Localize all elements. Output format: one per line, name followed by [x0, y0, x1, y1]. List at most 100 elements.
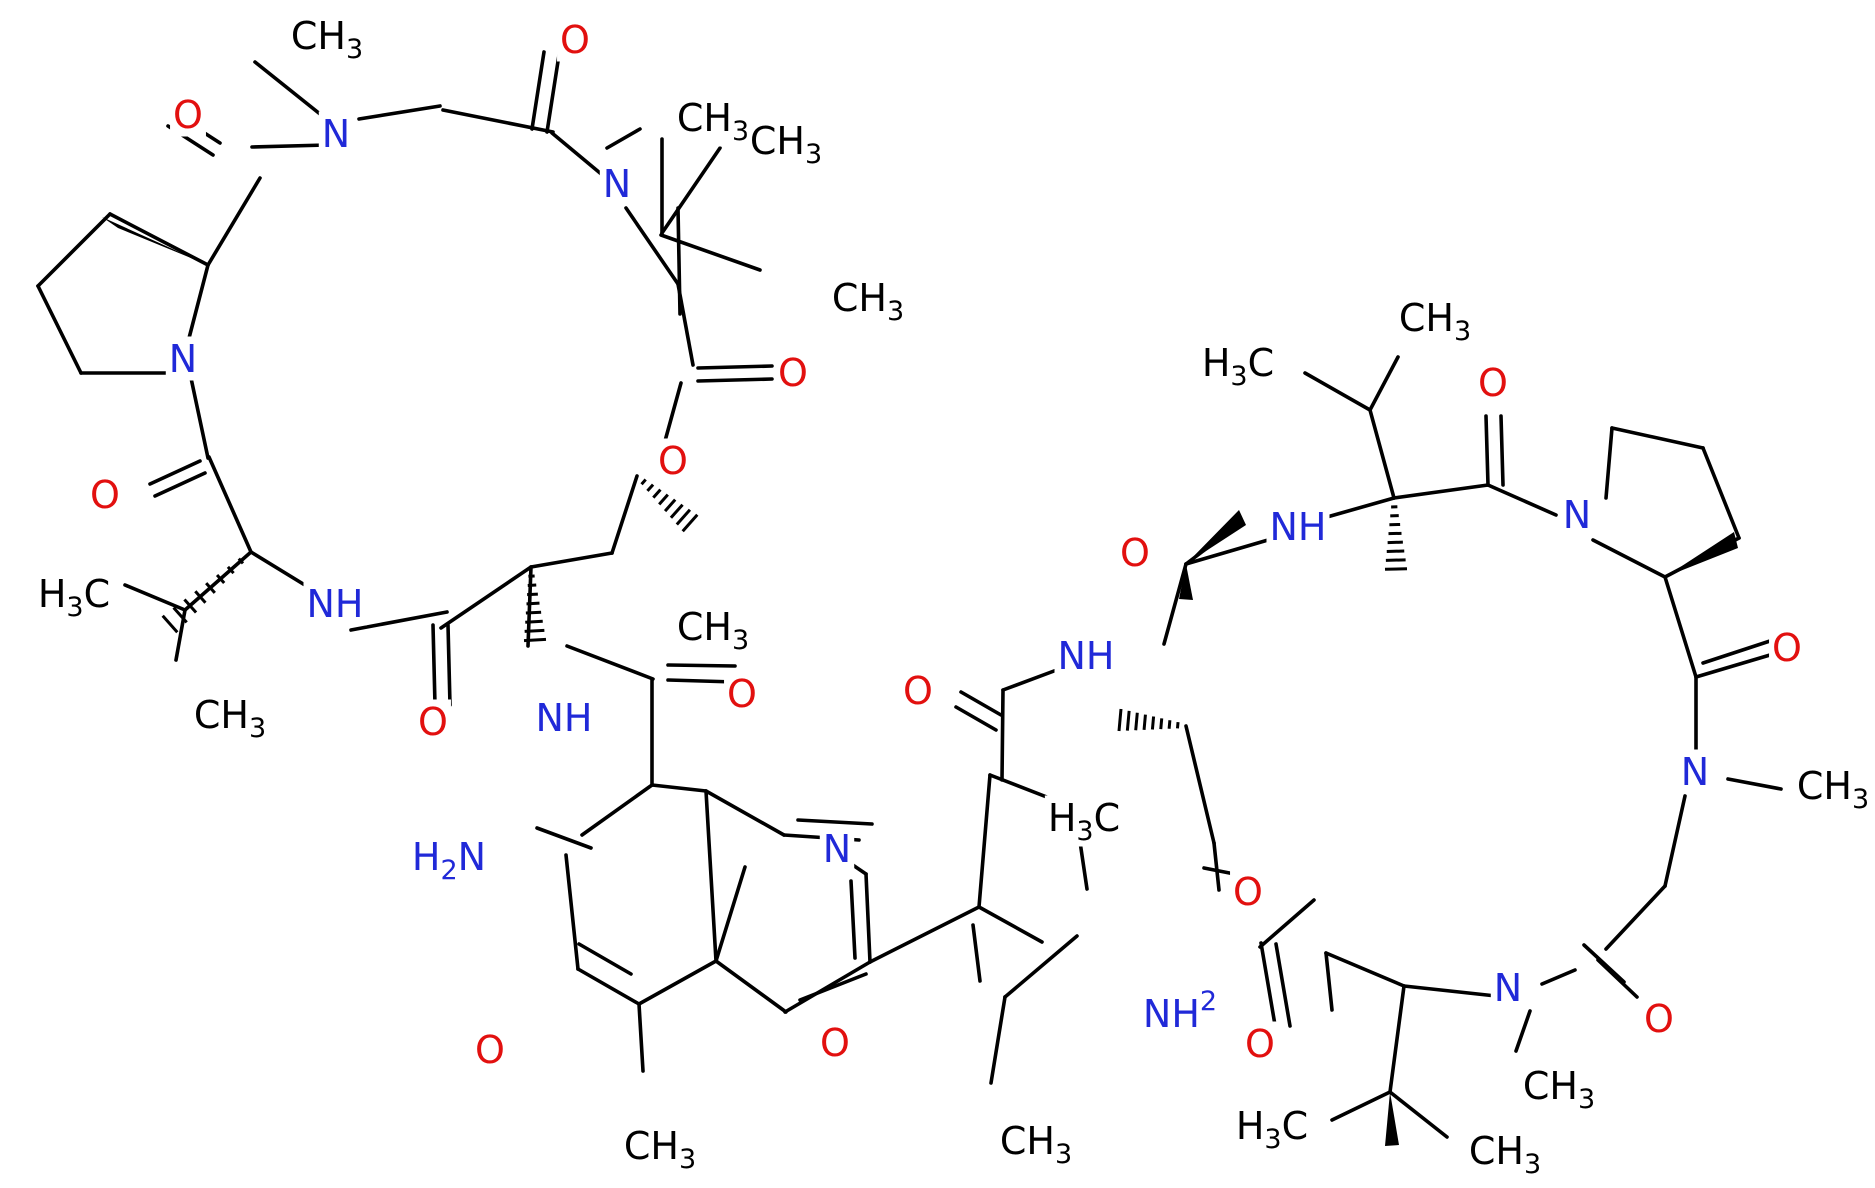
atom-symbol: CH — [677, 605, 732, 649]
bond-line — [666, 663, 737, 668]
wedge-bond — [1186, 510, 1246, 564]
bond-line — [650, 783, 708, 793]
label-halo — [1054, 633, 1118, 678]
bond-line — [1582, 943, 1626, 984]
bond-line — [977, 773, 992, 909]
atom-label-n_2: N — [603, 162, 631, 206]
bond-line — [605, 127, 642, 150]
atom-symbol: O — [1644, 997, 1674, 1041]
bond-line — [1274, 942, 1292, 1028]
bond-line — [439, 565, 533, 630]
bond-line — [610, 474, 639, 555]
bond-line — [1604, 426, 1614, 500]
atom-label-o_3: O — [778, 351, 808, 395]
atom-label-o_10: O — [1478, 361, 1508, 405]
atom-count: 3 — [732, 116, 749, 147]
atom-count: 3 — [249, 713, 266, 744]
bond-line — [1604, 884, 1667, 951]
label-halo — [1139, 985, 1221, 1036]
label-halo — [472, 1027, 508, 1072]
bond-line — [666, 678, 737, 684]
bond-line — [441, 108, 555, 134]
atom-count: 3 — [805, 139, 822, 170]
atom-count: 3 — [732, 625, 749, 656]
label-halo — [1266, 504, 1330, 549]
atom-symbol: CH — [832, 276, 887, 320]
label-halo — [1465, 1128, 1545, 1180]
bond-line — [580, 783, 654, 837]
bond-line — [253, 60, 327, 120]
atom-symbol: NH — [1270, 505, 1327, 549]
hashed-wedge-bond — [1117, 708, 1180, 732]
bond-line — [663, 381, 683, 443]
atom-symbol: NH — [536, 696, 593, 740]
atom-label-nh_1: NH — [307, 582, 364, 626]
atom-symbol: O — [1233, 870, 1263, 914]
atom-symbol: O — [903, 669, 933, 713]
atom-count: 3 — [1852, 784, 1869, 815]
bond-line — [977, 905, 1044, 944]
atom-symbol: CH — [1000, 1119, 1055, 1163]
atom-label-o_8: O — [475, 1028, 505, 1072]
wedge-bond — [1179, 564, 1193, 600]
atom-symbol: O — [173, 93, 203, 137]
atom-label-ch3_12: CH3 — [1469, 1129, 1541, 1180]
atom-label-nh_2: NH — [536, 696, 593, 740]
bond-line — [207, 455, 253, 554]
atom-label-o_1: O — [560, 18, 590, 62]
bond-line — [696, 364, 774, 370]
atom-symbol: O — [90, 473, 120, 517]
atom-symbol: O — [778, 351, 808, 395]
bond-line — [1184, 538, 1270, 566]
atom-symbol: O — [1772, 626, 1802, 670]
bond-line — [1368, 408, 1396, 500]
label-halo — [673, 604, 753, 656]
bond-line — [1486, 483, 1558, 517]
bond-line — [637, 1002, 645, 1073]
atom-symbol: N — [1563, 493, 1591, 537]
atom-symbol: H — [1236, 1104, 1265, 1148]
label-halo — [599, 161, 635, 206]
hashed-wedge-bond — [1384, 505, 1408, 571]
atom-label-n_6: N — [1681, 750, 1709, 794]
wedge-bond — [1385, 1092, 1399, 1146]
bond-line — [954, 705, 998, 732]
atom-label-h3c_2: H3C — [1202, 341, 1274, 392]
bond-line — [564, 853, 580, 971]
hashed-wedge-bond — [161, 557, 245, 634]
label-halo — [1230, 869, 1266, 914]
atom-label-nh_3: NH — [1270, 505, 1327, 549]
atom-symbol: O — [560, 18, 590, 62]
label-halo — [1490, 965, 1526, 1010]
bond-line — [660, 146, 722, 235]
bond-line — [1324, 951, 1334, 1012]
atom-symbol-tail: C — [84, 572, 111, 616]
hashed-wedge-bond — [523, 574, 547, 643]
atom-label-o_13: O — [903, 669, 933, 713]
bond-line — [1402, 984, 1498, 998]
atom-symbol: CH — [1797, 764, 1852, 808]
bond-line — [1003, 934, 1079, 999]
atom-label-nh2_2: NH2 — [1143, 986, 1217, 1036]
hashed-wedge-bond — [640, 478, 699, 533]
label-halo — [557, 17, 593, 62]
bond-line — [1484, 414, 1490, 487]
atom-symbol-tail: C — [1094, 796, 1121, 840]
bond-line — [989, 995, 1007, 1085]
bond-line — [637, 959, 718, 1006]
bond-line — [659, 233, 762, 272]
label-halo — [1475, 360, 1511, 405]
bond-line — [1324, 951, 1406, 988]
bond-line — [250, 143, 329, 149]
bond-line — [704, 789, 786, 837]
atom-symbol-tail: N — [458, 835, 486, 879]
atom-label-ch3_4: CH3 — [832, 276, 904, 327]
atom-label-nh_4: NH — [1058, 634, 1115, 678]
atom-symbol: NH — [1143, 992, 1200, 1036]
atom-symbol: H — [412, 835, 441, 879]
atom-label-o_5: O — [90, 473, 120, 517]
atom-label-ch3_6: CH3 — [194, 693, 266, 744]
atom-count: 3 — [679, 1144, 696, 1175]
bond-line — [1591, 538, 1667, 579]
